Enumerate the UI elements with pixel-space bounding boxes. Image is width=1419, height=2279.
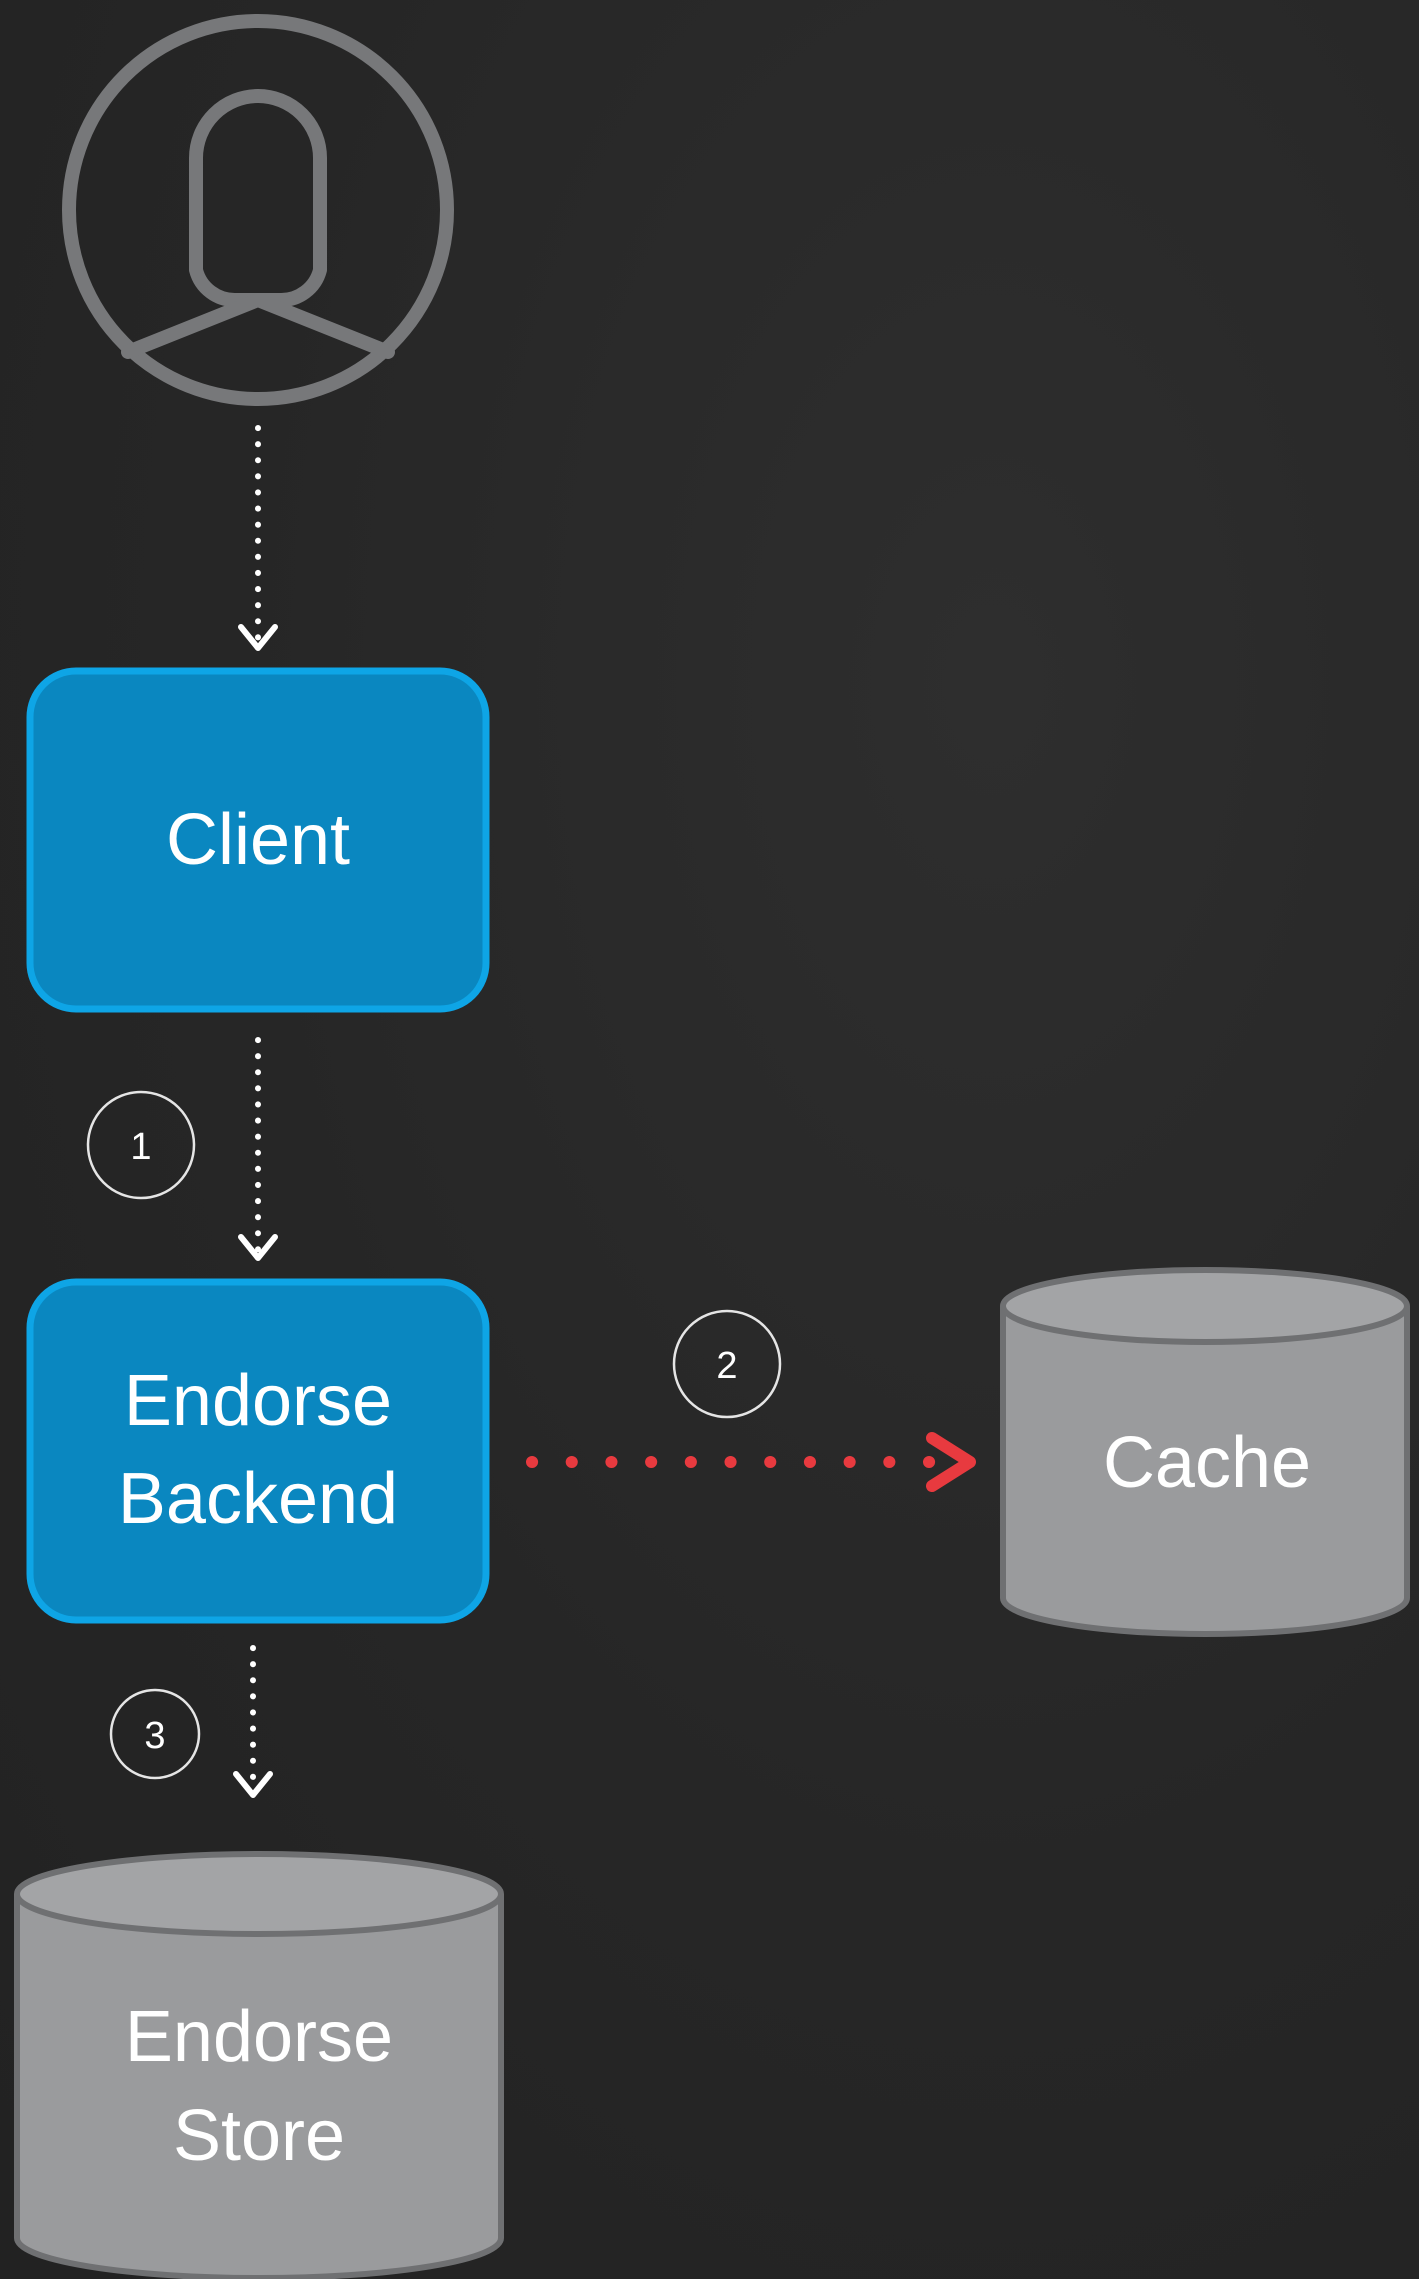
store-label-line1: Endorse: [125, 1997, 393, 2077]
step-3-badge: 3: [109, 1688, 201, 1780]
backend-label-line2: Backend: [118, 1459, 398, 1539]
store-node: Endorse Store: [14, 1851, 504, 2279]
arrow-backend-to-cache: [526, 1432, 976, 1492]
backend-label-line1: Endorse: [124, 1361, 392, 1441]
step-1-label: 1: [130, 1126, 151, 1168]
arrow-user-to-client: [238, 425, 278, 651]
store-label-line2: Store: [173, 2096, 345, 2176]
client-label: Client: [166, 800, 350, 880]
backend-node: Endorse Backend: [26, 1278, 490, 1624]
cache-label: Cache: [1103, 1423, 1311, 1503]
client-node: Client: [26, 667, 490, 1013]
step-3-label: 3: [144, 1715, 165, 1757]
arrow-backend-to-store: [233, 1645, 273, 1798]
user-icon: [62, 14, 454, 406]
step-2-badge: 2: [672, 1309, 782, 1419]
step-1-badge: 1: [86, 1090, 196, 1200]
step-2-label: 2: [716, 1345, 737, 1387]
cache-node: Cache: [1000, 1267, 1410, 1637]
arrow-client-to-backend: [238, 1037, 278, 1261]
